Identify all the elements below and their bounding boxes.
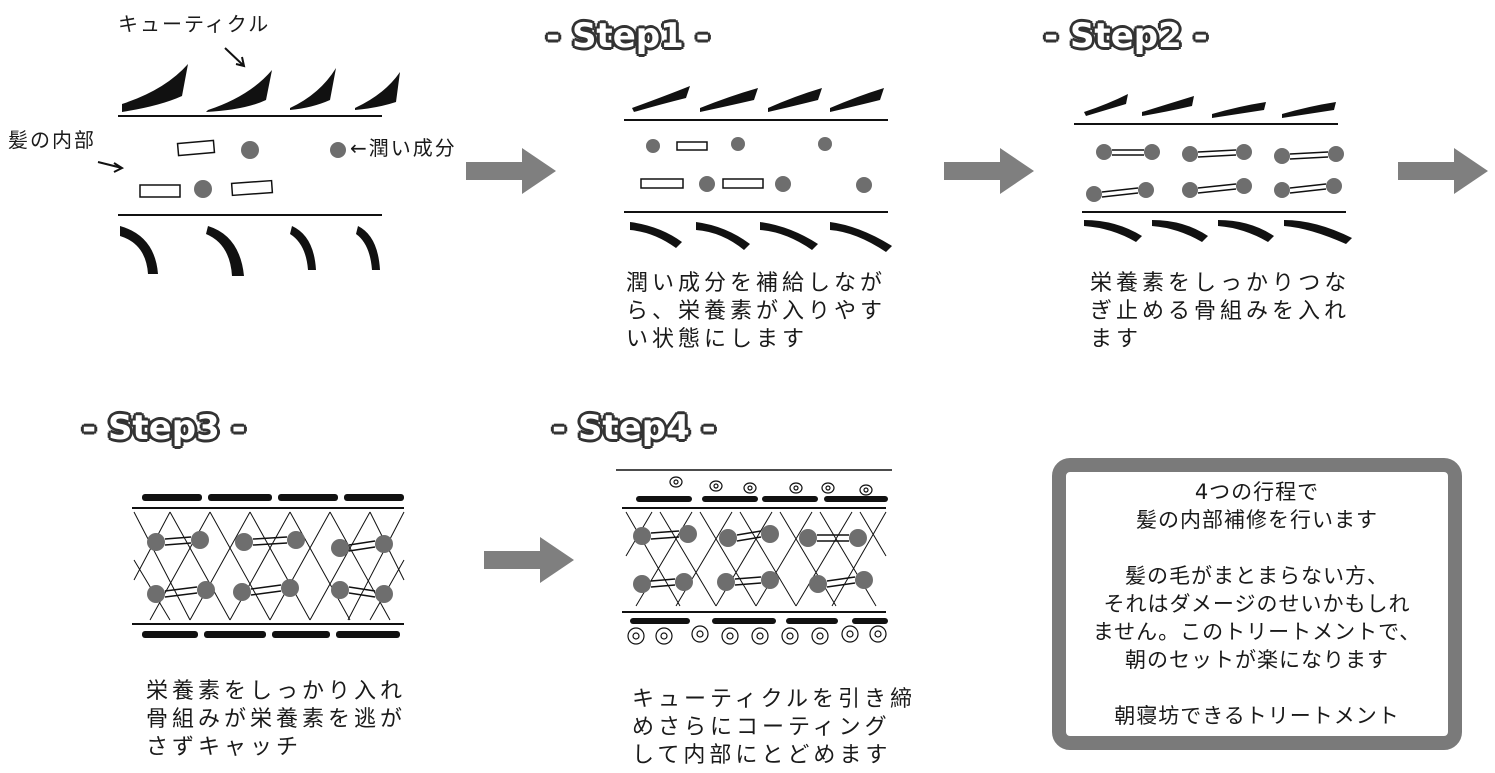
step1-caption: 潤い成分を補給しなが ら、栄養素が入りやす い状態にします — [626, 271, 887, 352]
step2-title: - Step2 - — [1044, 16, 1208, 56]
arrow-right-icon — [1398, 148, 1488, 194]
cuticle-label: キューティクル — [118, 12, 271, 36]
step3-hair-diagram — [132, 494, 405, 638]
initial-hair-diagram — [97, 47, 400, 276]
arrow-right-icon — [466, 148, 556, 194]
hair-interior-label: 髪の内部 — [8, 128, 96, 152]
step3-title: - Step3 - — [82, 408, 246, 448]
summary-line: ません。このトリートメントで、 — [1092, 620, 1422, 644]
step2-hair-diagram — [1074, 94, 1352, 244]
step2-caption: 栄養素をしっかりつな ぎ止める骨組みを入れ ます — [1090, 271, 1351, 352]
step4-title: - Step4 - — [552, 408, 716, 448]
step4-hair-diagram — [616, 469, 892, 645]
summary-box: 4つの行程で 髪の内部補修を行います 髪の毛がまとまらない方、 それはダメージの… — [1052, 458, 1462, 750]
step3-caption: 栄養素をしっかり入れ 骨組みが栄養素を逃が さずキャッチ — [146, 679, 407, 760]
arrow-right-icon — [944, 148, 1034, 194]
summary-line: 4つの行程で — [1194, 480, 1320, 504]
arrow-right-icon — [484, 537, 574, 583]
step1-hair-diagram — [624, 86, 892, 252]
step4-caption: キューティクルを引き締 めさらにコーティング して内部にとどめます — [632, 687, 917, 768]
moisture-label: ←潤い成分 — [350, 136, 457, 160]
summary-line: 髪の毛がまとまらない方、 — [1125, 564, 1389, 588]
summary-tagline: 朝寝坊できるトリートメント — [1114, 704, 1400, 728]
summary-line: 朝のセットが楽になります — [1125, 648, 1389, 672]
step1-title: - Step1 - — [546, 16, 710, 56]
summary-line: 髪の内部補修を行います — [1136, 508, 1378, 532]
summary-line: それはダメージのせいかもしれ — [1103, 592, 1411, 616]
